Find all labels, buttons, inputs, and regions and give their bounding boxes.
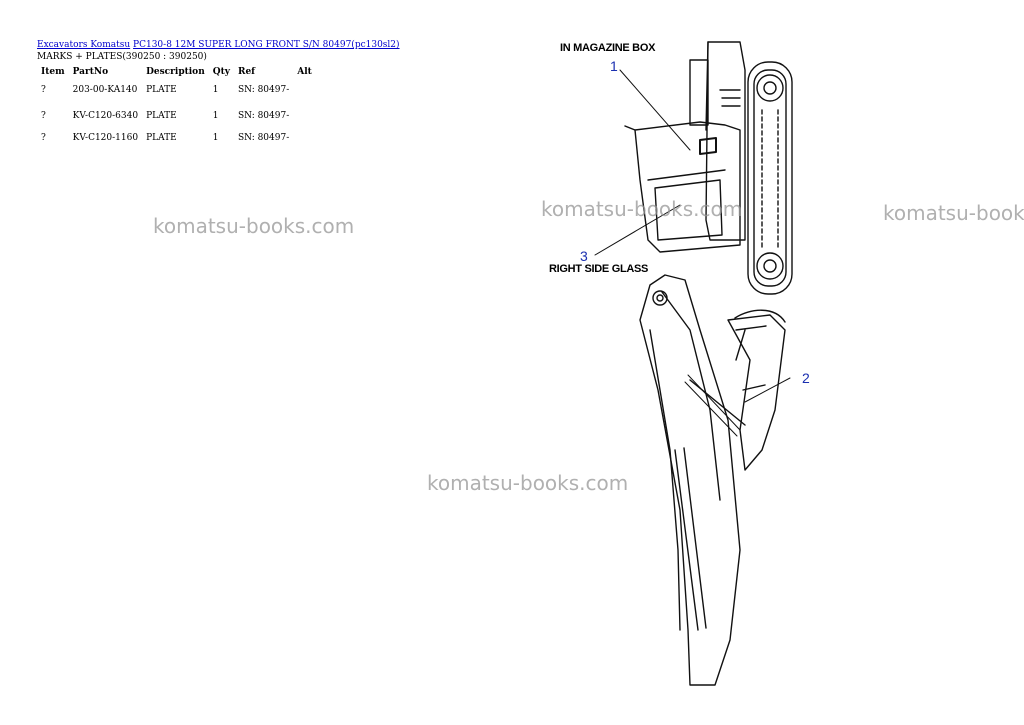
label-right-side-glass: RIGHT SIDE GLASS <box>549 263 649 275</box>
table-row: ? KV-C120-1160 PLATE 1 SN: 80497- <box>37 131 316 153</box>
callout-1: 1 <box>610 58 618 74</box>
callout-3: 3 <box>580 248 588 264</box>
breadcrumb-model-link[interactable]: PC130-8 12M SUPER LONG FRONT S/N 80497(p… <box>133 40 400 50</box>
watermark: komatsu-books.com <box>153 214 355 238</box>
header-item: Item <box>41 67 65 77</box>
cell-description: PLATE <box>146 133 177 143</box>
cell-description: PLATE <box>146 85 177 95</box>
cell-ref: SN: 80497- <box>237 85 290 95</box>
callout-2: 2 <box>802 370 810 386</box>
cell-part-no: KV-C120-1160 <box>72 133 139 143</box>
header-partno: PartNo <box>72 67 109 77</box>
header-alt: Alt <box>297 67 312 77</box>
cell-alt <box>293 131 316 153</box>
cell-alt <box>293 109 316 131</box>
parts-diagram: IN MAGAZINE BOX 1 3 RIGHT SIDE GLASS 2 <box>540 30 820 690</box>
table-row: ? 203-00-KA140 PLATE 1 SN: 80497- <box>37 83 316 109</box>
section-title: MARKS + PLATES(390250 : 390250) <box>37 52 207 62</box>
excavator-drawing <box>594 41 793 686</box>
cell-part-no: KV-C120-6340 <box>72 111 139 121</box>
breadcrumb: Excavators Komatsu PC130-8 12M SUPER LON… <box>37 40 400 50</box>
cell-qty: 1 <box>212 111 219 121</box>
header-description: Description <box>146 67 205 77</box>
breadcrumb-category-link[interactable]: Excavators Komatsu <box>37 40 131 50</box>
header-qty: Qty <box>212 67 230 77</box>
label-in-magazine-box: IN MAGAZINE BOX <box>560 42 656 54</box>
cell-ref: SN: 80497- <box>237 133 290 143</box>
cell-qty: 1 <box>212 85 219 95</box>
cell-item: ? <box>41 133 46 143</box>
parts-table: Item PartNo Description Qty Ref Alt ? 20… <box>37 65 316 153</box>
cell-description: PLATE <box>146 111 177 121</box>
cell-part-no: 203-00-KA140 <box>72 85 138 95</box>
cell-alt <box>293 83 316 109</box>
watermark: komatsu-books.com <box>883 201 1024 225</box>
watermark: komatsu-books.com <box>541 197 743 221</box>
cell-item: ? <box>41 85 46 95</box>
table-header-row: Item PartNo Description Qty Ref Alt <box>37 65 316 83</box>
cell-ref: SN: 80497- <box>237 111 290 121</box>
cell-qty: 1 <box>212 133 219 143</box>
cell-item: ? <box>41 111 46 121</box>
table-row: ? KV-C120-6340 PLATE 1 SN: 80497- <box>37 109 316 131</box>
header-ref: Ref <box>237 67 256 77</box>
watermark: komatsu-books.com <box>427 471 629 495</box>
